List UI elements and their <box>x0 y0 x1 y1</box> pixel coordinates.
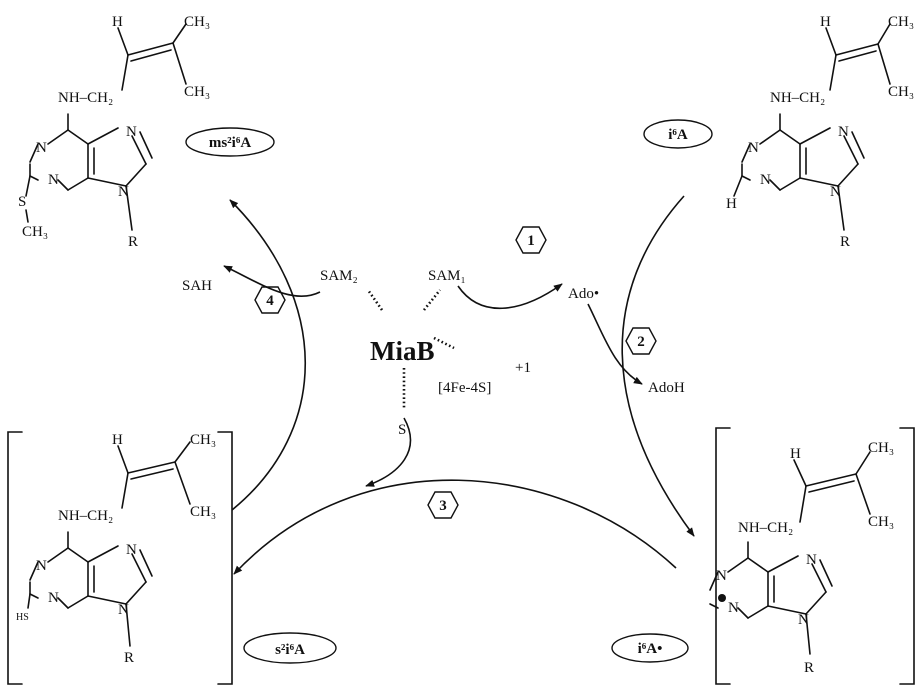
i6a-n7-label: N <box>838 124 849 140</box>
i6a-c2-h-label: H <box>726 196 737 212</box>
ms2i6a-n7-label: N <box>126 124 137 140</box>
ms2i6a-r-label: R <box>128 234 138 250</box>
s2i6a-r-label: R <box>124 650 134 666</box>
s2i6a-n7-label: N <box>126 542 137 558</box>
s2i6a-label: s²i⁶A <box>275 642 305 658</box>
step-2-label: 2 <box>637 334 645 350</box>
arrow-ado-to-adoh <box>587 303 643 385</box>
sam1-hash-bond <box>422 289 442 311</box>
cluster-charge-label: +1 <box>515 360 531 376</box>
step-1-label: 1 <box>527 233 535 249</box>
sam2-label: SAM₂ <box>320 268 358 284</box>
ms2i6a-n9-label: N <box>118 184 129 200</box>
s2i6a-left-bracket <box>7 431 23 685</box>
i6a-radical-ch3-bottom: CH₃ <box>868 514 894 530</box>
arrow-s2i6a-to-ms2i6a <box>229 199 307 511</box>
molecule-i6a: H CH₃ CH₃ NH–CH₂ N N N N H R i⁶A <box>643 14 914 250</box>
i6a-n3-label: N <box>760 172 771 188</box>
i6a-link-label: NH–CH₂ <box>770 90 825 106</box>
ado-radical-label: Ado• <box>568 286 599 302</box>
adoh-label: AdoH <box>648 380 685 396</box>
i6a-radical-ch3-top: CH₃ <box>868 440 894 456</box>
s2i6a-n1-label: N <box>36 558 47 574</box>
ms2i6a-n1-label: N <box>36 140 47 156</box>
step-3-marker: 3 <box>427 491 459 519</box>
i6a-radical-link-label: NH–CH₂ <box>738 520 793 536</box>
step-3-label: 3 <box>439 498 447 514</box>
i6a-n1-label: N <box>748 140 759 156</box>
ms2i6a-label: ms²i⁶A <box>209 135 251 151</box>
molecule-s2i6a: H CH₃ CH₃ NH–CH₂ N N N N HS R s²i⁶A <box>7 431 337 685</box>
s2i6a-hs-label: HS <box>16 612 29 623</box>
i6a-radical-n3-label: N <box>728 600 739 616</box>
i6a-radical-left-bracket <box>715 427 731 685</box>
ms2i6a-link-label: NH–CH₂ <box>58 90 113 106</box>
arrow-sulfur-transfer <box>365 417 412 487</box>
arrow-i6a-to-radical <box>621 195 695 537</box>
arrow-sam2-to-sah <box>223 265 321 297</box>
cluster-hash-bond <box>433 336 455 350</box>
i6a-ch3-top: CH₃ <box>888 14 914 30</box>
s2i6a-bonds <box>27 441 191 647</box>
molecule-ms2i6a: H CH₃ CH₃ NH–CH₂ N N N N S CH₃ R ms²i⁶A <box>18 14 275 250</box>
s2i6a-h-label: H <box>112 432 123 448</box>
miab-label: MiaB <box>370 336 435 366</box>
arrow-radical-to-s2i6a <box>233 479 677 575</box>
s2i6a-ch3-top: CH₃ <box>190 432 216 448</box>
s2i6a-n3-label: N <box>48 590 59 606</box>
i6a-radical-n7-label: N <box>806 552 817 568</box>
i6a-radical-dot <box>718 594 726 602</box>
i6a-radical-h-label: H <box>790 446 801 462</box>
sulfur-label: S <box>398 422 406 438</box>
ms2i6a-n3-label: N <box>48 172 59 188</box>
ms2i6a-h-label: H <box>112 14 123 30</box>
i6a-label: i⁶A <box>668 127 688 143</box>
i6a-n9-label: N <box>830 184 841 200</box>
cluster-label: [4Fe-4S] <box>438 380 491 396</box>
s2i6a-link-label: NH–CH₂ <box>58 508 113 524</box>
ms2i6a-ch3-s-label: CH₃ <box>22 224 48 240</box>
i6a-radical-n9-label: N <box>798 612 809 628</box>
miab-enzyme-center: MiaB SAM₂ SAM₁ [4Fe-4S] +1 S <box>320 268 531 438</box>
ms2i6a-ch3-top: CH₃ <box>184 14 210 30</box>
i6a-radical-r-label: R <box>804 660 814 676</box>
sam2-hash-bond <box>366 289 384 311</box>
sam1-label: SAM₁ <box>428 268 466 284</box>
i6a-radical-label: i⁶A• <box>638 641 663 657</box>
i6a-bonds <box>733 23 891 231</box>
i6a-r-label: R <box>840 234 850 250</box>
s2i6a-label-oval <box>243 632 337 664</box>
ms2i6a-bonds <box>25 23 187 231</box>
step-4-marker: 4 <box>254 286 286 314</box>
i6a-h-label: H <box>820 14 831 30</box>
i6a-radical-bonds <box>709 451 871 655</box>
i6a-label-oval <box>643 119 713 149</box>
step-2-marker: 2 <box>625 327 657 355</box>
sah-label: SAH <box>182 278 212 294</box>
i6a-ch3-bottom: CH₃ <box>888 84 914 100</box>
ms2i6a-ch3-bottom: CH₃ <box>184 84 210 100</box>
ms2i6a-label-oval <box>185 127 275 157</box>
i6a-radical-right-bracket <box>899 427 915 685</box>
s2i6a-n9-label: N <box>118 602 129 618</box>
i6a-radical-n1-label: N <box>716 568 727 584</box>
s2i6a-ch3-bottom: CH₃ <box>190 504 216 520</box>
s2i6a-right-bracket <box>217 431 233 685</box>
step-1-marker: 1 <box>515 226 547 254</box>
molecule-i6a-radical: H CH₃ CH₃ NH–CH₂ N N N N R i⁶A• <box>611 427 915 685</box>
step-4-label: 4 <box>266 293 274 309</box>
arrow-sam1-to-ado <box>457 283 563 310</box>
ms2i6a-s-label: S <box>18 194 26 210</box>
i6a-radical-label-oval <box>611 633 689 663</box>
